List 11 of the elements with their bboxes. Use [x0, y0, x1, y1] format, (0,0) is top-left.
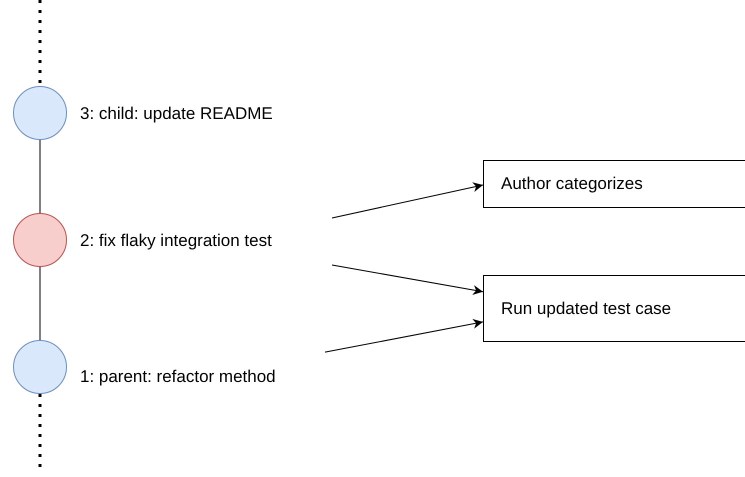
- commit-label: 2: fix flaky integration test: [80, 216, 332, 266]
- step-label: Author categorizes: [501, 174, 643, 194]
- arrow: [332, 182, 484, 218]
- step-label: Run updated test case: [501, 298, 672, 318]
- commit-label: 3: child: update README: [80, 100, 340, 128]
- step-box: [483, 275, 745, 342]
- step-box: [483, 160, 745, 208]
- arrow: [332, 264, 484, 295]
- commit-label: 1: parent: refactor method: [80, 350, 325, 404]
- arrow: [324, 318, 484, 353]
- dotted-line: [38, 0, 42, 86]
